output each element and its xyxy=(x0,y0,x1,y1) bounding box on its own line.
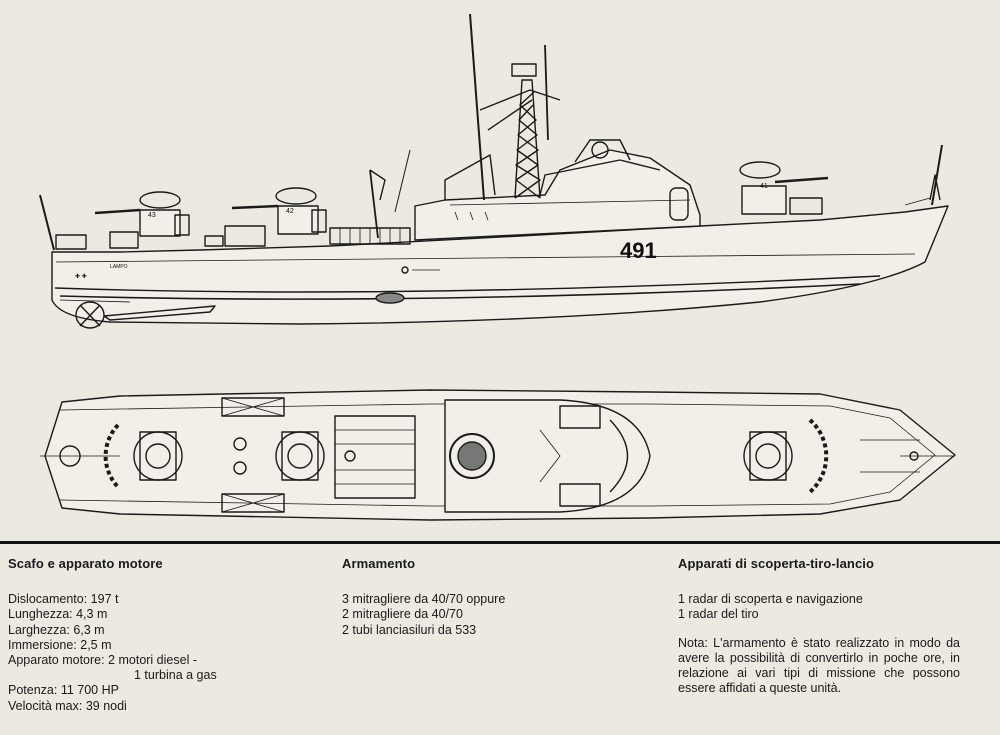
superstructure xyxy=(414,139,701,241)
turret-number-aft: 43 xyxy=(148,212,156,219)
hull-engine-section: Scafo e apparato motore Dislocamento: 19… xyxy=(8,556,328,714)
gun-mount-fwd xyxy=(739,161,829,215)
ship-drawing: 491 LAMPO 43 42 41 ✚ ✚ xyxy=(39,13,956,521)
spec-propulsion: Apparato motore: 2 motori diesel - xyxy=(8,653,197,668)
armament-title: Armamento xyxy=(342,556,416,571)
hull-number: 491 xyxy=(620,238,657,263)
equipment-line: 1 radar del tiro xyxy=(678,607,759,622)
turret-number-fwd: 41 xyxy=(760,183,768,190)
hull-engine-title: Scafo e apparato motore xyxy=(8,556,163,571)
spec-propulsion-turbine: 1 turbina a gas xyxy=(134,668,217,683)
equipment-title: Apparati di scoperta-tiro-lancio xyxy=(678,556,875,571)
armament-section: Armamento 3 mitragliere da 40/70 oppure … xyxy=(342,556,642,638)
armament-line: 3 mitragliere da 40/70 oppure xyxy=(342,592,506,607)
gun-mount-mid xyxy=(231,187,327,235)
armament-line: 2 tubi lanciasiluri da 533 xyxy=(342,622,477,637)
armament-line: 2 mitragliere da 40/70 xyxy=(342,607,463,622)
spec-displacement: Dislocamento: 197 t xyxy=(8,592,119,607)
propeller xyxy=(75,301,216,329)
ship-name: LAMPO xyxy=(110,264,128,270)
equipment-note: Nota: L'armamento è stato realizzato in … xyxy=(678,635,960,696)
side-profile-view xyxy=(39,13,949,329)
spec-draught: Immersione: 2,5 m xyxy=(8,637,112,652)
gun-mount-aft xyxy=(94,191,190,237)
svg-text:✚ ✚: ✚ ✚ xyxy=(75,273,87,280)
spec-beam: Larghezza: 6,3 m xyxy=(8,622,105,637)
spec-length: Lunghezza: 4,3 m xyxy=(8,607,108,622)
equipment-line: 1 radar di scoperta e navigazione xyxy=(678,592,863,607)
spec-max-speed: Velocità max: 39 nodi xyxy=(8,698,127,713)
mast xyxy=(369,13,561,239)
turret-number-mid: 42 xyxy=(286,208,294,215)
section-divider xyxy=(0,541,1000,544)
spec-power: Potenza: 11 700 HP xyxy=(8,683,119,698)
plan-view xyxy=(40,389,956,521)
equipment-section: Apparati di scoperta-tiro-lancio 1 radar… xyxy=(678,556,978,696)
